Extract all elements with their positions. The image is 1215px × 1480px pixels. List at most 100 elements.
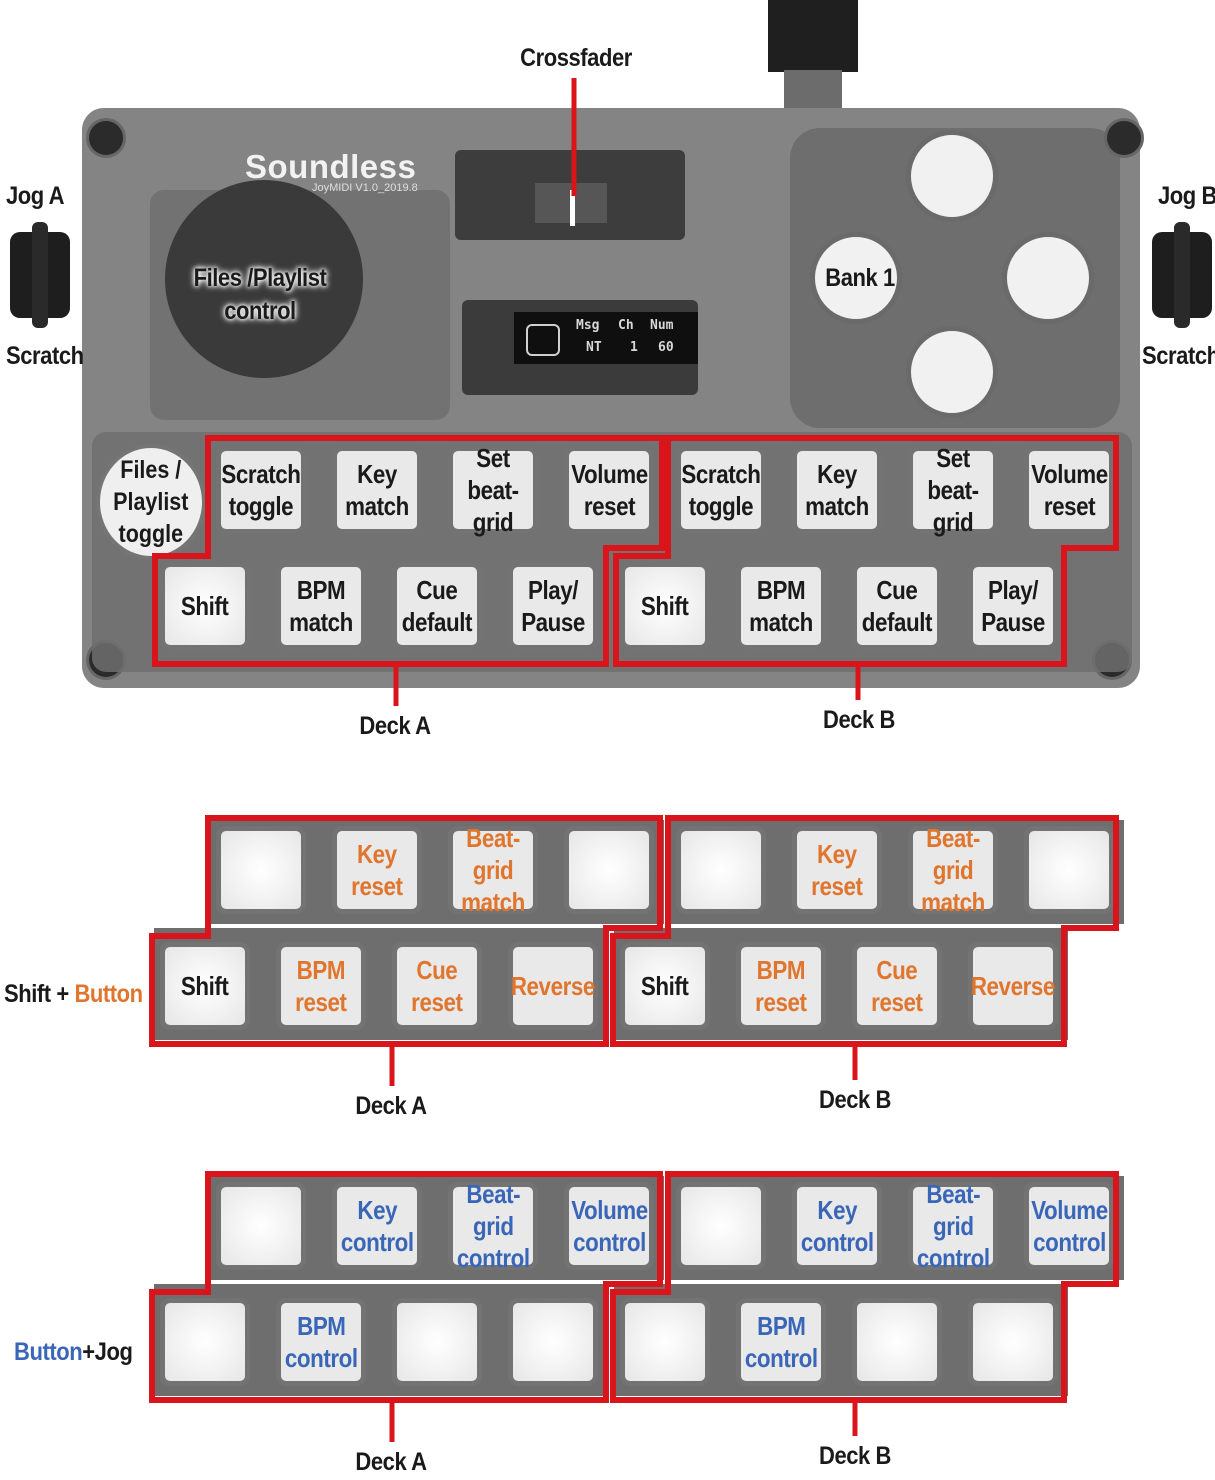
jog-deck-a-top-key-2[interactable]: Key control — [332, 1182, 422, 1270]
files-playlist-toggle-button[interactable]: Files / Playlist toggle — [96, 444, 206, 560]
default-deck-a-top-key-1[interactable]: Scratch toggle — [216, 446, 306, 534]
key-label: BPM match — [289, 574, 353, 638]
shift-deck-b-top-key-2[interactable]: Key reset — [792, 826, 882, 914]
shift-deck-b-top-key-1[interactable] — [676, 826, 766, 914]
screw-top-left — [86, 118, 126, 158]
default-deck-a-bottom-key-4[interactable]: Play/ Pause — [508, 562, 598, 650]
jog-legend-jog: Jog — [95, 1338, 133, 1366]
default-deck-a-top-key-3[interactable]: Set beat-grid — [448, 446, 538, 534]
oled-ch-value: 1 — [630, 340, 638, 355]
key-label: BPM reset — [295, 954, 346, 1018]
shift-legend-button: Button — [74, 980, 142, 1008]
shift-deck-a-bottom-key-1[interactable]: Shift — [160, 942, 250, 1030]
default-deck-a-top-key-4[interactable]: Volume reset — [564, 446, 654, 534]
bank-button-bottom[interactable] — [906, 326, 998, 418]
key-label: Volume control — [571, 1194, 648, 1258]
scratch-right-label: Scratch — [1142, 342, 1215, 371]
oled-num-header: Num — [650, 318, 673, 333]
oled-msg-header: Msg — [576, 318, 599, 333]
deck-a-label-2: Deck A — [334, 1092, 448, 1121]
jog-deck-a-bottom-key-4[interactable] — [508, 1298, 598, 1386]
key-label: Play/ Pause — [981, 574, 1045, 638]
jog-deck-b-bottom-key-2[interactable]: BPM control — [736, 1298, 826, 1386]
jog-deck-b-top-key-1[interactable] — [676, 1182, 766, 1270]
jog-deck-b-top-key-3[interactable]: Beat-grid control — [908, 1182, 998, 1270]
shift-deck-a-bottom-key-4[interactable]: Reverse — [508, 942, 598, 1030]
key-label: Shift — [181, 970, 229, 1002]
default-deck-b-bottom-key-2[interactable]: BPM match — [736, 562, 826, 650]
bank-button-top[interactable] — [906, 130, 998, 222]
device-logo: Soundless — [245, 148, 416, 186]
shift-deck-b-top-key-3[interactable]: Beat-grid match — [908, 826, 998, 914]
default-deck-b-bottom-key-1[interactable]: Shift — [620, 562, 710, 650]
shift-deck-a-bottom-key-2[interactable]: BPM reset — [276, 942, 366, 1030]
key-label: Volume control — [1031, 1194, 1108, 1258]
key-label: Key reset — [811, 838, 862, 902]
jog-deck-a-bottom-key-1[interactable] — [160, 1298, 250, 1386]
jog-deck-a-bottom-key-2[interactable]: BPM control — [276, 1298, 366, 1386]
default-deck-b-bottom-key-4[interactable]: Play/ Pause — [968, 562, 1058, 650]
shift-deck-b-top-key-4[interactable] — [1024, 826, 1114, 914]
shift-deck-b-bottom-key-2[interactable]: BPM reset — [736, 942, 826, 1030]
key-label: Volume reset — [1031, 458, 1108, 522]
key-label: Shift — [641, 590, 689, 622]
key-label: Beat-grid control — [917, 1178, 990, 1274]
deck-b-label-3: Deck B — [798, 1442, 912, 1471]
key-label: BPM reset — [755, 954, 806, 1018]
screw-top-right — [1104, 118, 1144, 158]
shift-deck-b-bottom-key-1[interactable]: Shift — [620, 942, 710, 1030]
shift-deck-a-top-key-1[interactable] — [216, 826, 306, 914]
key-label: BPM match — [749, 574, 813, 638]
jog-wheel-b[interactable] — [1152, 232, 1212, 318]
jog-deck-b-bottom-key-1[interactable] — [620, 1298, 710, 1386]
default-deck-a-bottom-key-1[interactable]: Shift — [160, 562, 250, 650]
key-label: Key reset — [351, 838, 402, 902]
jog-deck-b-top-key-4[interactable]: Volume control — [1024, 1182, 1114, 1270]
key-label: Reverse — [511, 970, 595, 1002]
default-deck-b-top-key-3[interactable]: Set beat-grid — [908, 446, 998, 534]
shift-deck-a-top-key-2[interactable]: Key reset — [332, 826, 422, 914]
default-deck-b-bottom-key-3[interactable]: Cue default — [852, 562, 942, 650]
shift-deck-a-top-key-3[interactable]: Beat-grid match — [448, 826, 538, 914]
default-deck-a-bottom-key-2[interactable]: BPM match — [276, 562, 366, 650]
default-deck-a-bottom-key-3[interactable]: Cue default — [392, 562, 482, 650]
shift-deck-b-bottom-key-4[interactable]: Reverse — [968, 942, 1058, 1030]
jog-deck-a-top-key-1[interactable] — [216, 1182, 306, 1270]
key-label: Beat-grid match — [919, 822, 988, 918]
default-deck-b-top-key-4[interactable]: Volume reset — [1024, 446, 1114, 534]
jog-deck-a-bottom-key-3[interactable] — [392, 1298, 482, 1386]
files-playlist-toggle-label: Files / Playlist toggle — [113, 454, 188, 550]
jog-deck-a-top-key-4[interactable]: Volume control — [564, 1182, 654, 1270]
crossfader-indicator — [570, 190, 575, 226]
bank-button-right[interactable] — [1002, 232, 1094, 324]
jog-deck-b-bottom-key-4[interactable] — [968, 1298, 1058, 1386]
shift-legend-plus: + — [51, 980, 75, 1008]
key-label: Cue default — [862, 574, 932, 638]
oled-ch-header: Ch — [618, 318, 634, 333]
bank-1-label: Bank 1 — [814, 264, 906, 293]
key-label: Key match — [805, 458, 869, 522]
key-label: Play/ Pause — [521, 574, 585, 638]
jog-deck-a-top-key-3[interactable]: Beat-grid control — [448, 1182, 538, 1270]
shift-deck-a-top-key-4[interactable] — [564, 826, 654, 914]
shift-deck-a-bottom-key-3[interactable]: Cue reset — [392, 942, 482, 1030]
deck-b-label-2: Deck B — [798, 1086, 912, 1115]
default-deck-b-top-key-2[interactable]: Key match — [792, 446, 882, 534]
button-jog-legend: Button+Jog — [14, 1338, 132, 1367]
key-label: Cue reset — [411, 954, 462, 1018]
key-label: BPM control — [745, 1310, 818, 1374]
key-label: Set beat-grid — [459, 442, 528, 538]
jog-deck-b-top-key-2[interactable]: Key control — [792, 1182, 882, 1270]
shift-deck-b-bottom-key-3[interactable]: Cue reset — [852, 942, 942, 1030]
default-deck-a-top-key-2[interactable]: Key match — [332, 446, 422, 534]
oled-midi-icon — [526, 324, 560, 356]
jog-wheel-a[interactable] — [10, 232, 70, 318]
key-label: Volume reset — [571, 458, 648, 522]
key-label: Key control — [801, 1194, 874, 1258]
jog-deck-b-bottom-key-3[interactable] — [852, 1298, 942, 1386]
default-deck-b-top-key-1[interactable]: Scratch toggle — [676, 446, 766, 534]
key-label: Cue default — [402, 574, 472, 638]
device-version: JoyMIDI V1.0_2019.8 — [312, 182, 418, 194]
key-label: Scratch toggle — [681, 458, 760, 522]
key-label: Shift — [181, 590, 229, 622]
